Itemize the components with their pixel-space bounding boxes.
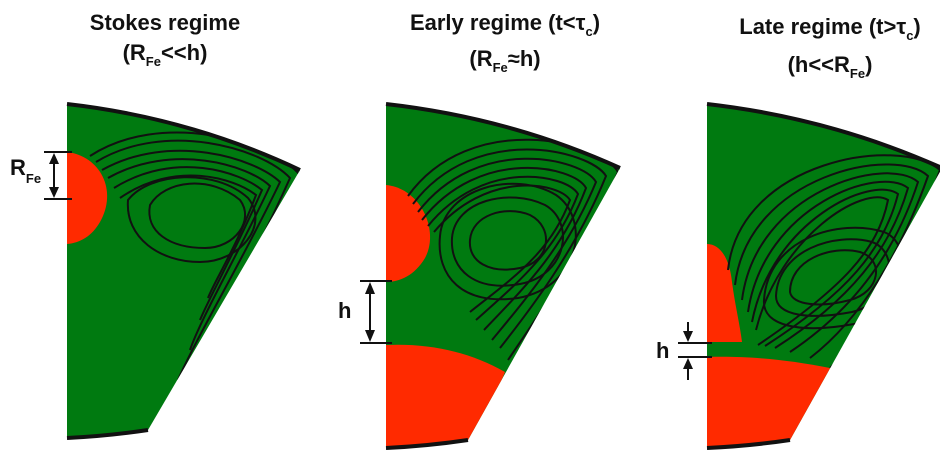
panel-early: Early regime (t<τc) (RFe≈h): [338, 10, 621, 450]
panel-1-title-line1: Stokes regime: [90, 10, 240, 35]
panel-stokes: Stokes regime (RFe<<h): [10, 10, 301, 440]
panel-2-title-line1: Early regime (t<τc): [410, 10, 600, 39]
panel-1-title-line2: (RFe<<h): [123, 40, 208, 69]
outer-boundary: [66, 102, 301, 172]
iron-diapir: [67, 152, 108, 244]
layer-thickness-dimension: [360, 280, 392, 344]
mantle-region: [67, 104, 300, 438]
thickness-label: h: [338, 298, 351, 323]
panel-3-title-line1: Late regime (t>τc): [739, 14, 921, 43]
panel-2-title-line2: (RFe≈h): [469, 46, 540, 75]
streamlines: [407, 138, 620, 361]
panel-late: Late regime (t>τc) (h<<RFe): [656, 14, 940, 450]
inner-boundary: [385, 438, 469, 450]
outer-boundary: [385, 102, 621, 170]
layer-thickness-dimension: [678, 322, 712, 380]
inner-boundary: [66, 428, 149, 440]
radius-dimension: [44, 151, 72, 200]
iron-diapir: [707, 244, 742, 342]
inner-boundary: [706, 438, 791, 450]
panel-3-title-line2: (h<<RFe): [788, 52, 873, 81]
thickness-label: h: [656, 338, 669, 363]
radius-label: RFe: [10, 155, 41, 186]
outer-boundary: [706, 102, 940, 170]
